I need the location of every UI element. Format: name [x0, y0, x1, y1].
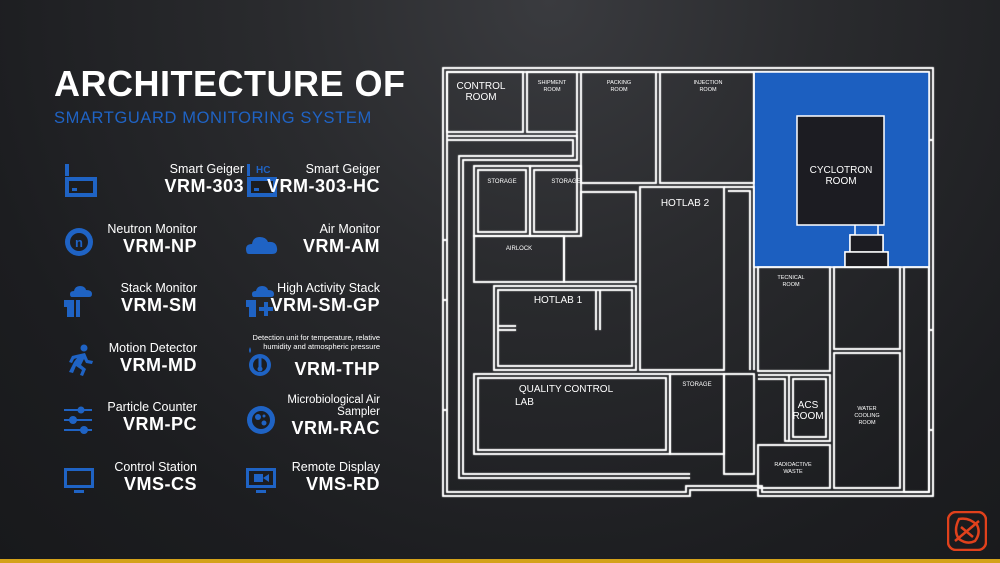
device-name: Control Station [114, 460, 197, 474]
geiger-icon [65, 164, 97, 197]
device-code: VRM-NP [123, 236, 197, 256]
cloud-icon [246, 237, 278, 254]
device-code: VRM-303 [164, 176, 244, 196]
packing-room-label-1: PACKING [607, 80, 631, 86]
thermometer-icon [249, 347, 271, 376]
device-name: Smart Geiger [305, 162, 380, 176]
device-vrm-am: Air Monitor VRM-AM [246, 218, 380, 262]
storage-3-label: STORAGE [682, 382, 711, 388]
water-cooling-room [833, 352, 901, 489]
device-code: VRM-PC [123, 414, 197, 434]
control-room-label-1: CONTROL [457, 81, 506, 92]
qc-lab-label-2: LAB [515, 397, 534, 408]
device-name: Smart Geiger [169, 162, 244, 176]
tecnical-room [757, 266, 831, 372]
storage-2-label: STORAGE [551, 179, 580, 185]
cyclotron-room-box [796, 115, 885, 226]
neutron-badge: n [75, 235, 83, 250]
device-name: Stack Monitor [120, 281, 197, 295]
hc-badge: HC [256, 165, 270, 176]
device-name: Neutron Monitor [107, 222, 197, 236]
outer-wall [442, 67, 934, 497]
device-name: Microbiological Air Sampler [287, 394, 380, 418]
device-code: VRM-SM [121, 295, 197, 315]
radioactive-waste-room [757, 444, 831, 489]
device-vrm-pc: Particle Counter VRM-PC [64, 396, 197, 440]
device-vms-rd: Remote Display VMS-RD [246, 456, 380, 500]
device-vms-cs: Control Station VMS-CS [64, 456, 197, 500]
control-room-wall [446, 71, 524, 133]
device-code: VRM-AM [303, 236, 380, 256]
device-code: VRM-MD [120, 355, 197, 375]
hotlab-1-label: HOTLAB 1 [534, 295, 583, 306]
hotlab-1-room [493, 285, 637, 371]
device-code: VMS-CS [123, 474, 197, 494]
stack-plus-icon [246, 286, 274, 317]
water-cooling-label-2: COOLING [854, 413, 879, 419]
device-name: Detection unit for temperature, relative… [252, 333, 380, 351]
qc-lab-label-1: QUALITY CONTROL [519, 384, 614, 395]
device-code: VMS-RD [306, 474, 380, 494]
injection-room-wall [659, 71, 755, 184]
acs-room-label-2: ROOM [792, 411, 823, 422]
monitor-icon [64, 468, 94, 493]
injection-room-label-2: ROOM [699, 87, 717, 93]
device-name: Air Monitor [319, 222, 380, 236]
east-corridor [903, 266, 930, 493]
tecnical-room-label-1: TECNICAL [777, 275, 804, 281]
device-name: High Activity Stack [277, 281, 380, 295]
device-code: VRM-SM-GP [270, 295, 380, 315]
storage-room-1 [473, 165, 531, 237]
water-cooling-label-3: ROOM [858, 420, 876, 426]
particle-counter-icon [64, 406, 92, 434]
device-code: VRM-RAC [291, 418, 380, 438]
device-vrm-sm-gp: High Activity Stack VRM-SM-GP [246, 277, 380, 321]
shipment-room-label-1: SHIPMENT [538, 80, 567, 86]
airlock-room [473, 235, 565, 283]
shipment-room-label-2: ROOM [543, 87, 561, 93]
camera-monitor-icon [246, 468, 276, 493]
device-name: Motion Detector [108, 341, 197, 355]
water-cooling-label-1: WATER [857, 406, 876, 412]
neutron-icon: n [65, 228, 93, 256]
device-vrm-rac: Microbiological Air Sampler VRM-RAC [246, 394, 380, 440]
geiger-hc-icon: HC [247, 164, 277, 197]
device-vrm-thp: Detection unit for temperature, relative… [246, 333, 380, 381]
acs-room-label-1: ACS [798, 400, 819, 411]
tecnical-room-label-2: ROOM [782, 282, 800, 288]
device-vrm-303-hc: HC Smart Geiger VRM-303-HC [246, 158, 380, 202]
storage-1-label: STORAGE [487, 179, 516, 185]
radioactive-waste-label-1: RADIOACTIVE [774, 462, 812, 468]
bottom-accent-bar [0, 559, 1000, 563]
cyclotron-room-label-2: ROOM [825, 176, 856, 187]
stack-icon [64, 286, 92, 317]
device-vrm-sm: Stack Monitor VRM-SM [64, 277, 197, 321]
device-name: Particle Counter [107, 400, 197, 414]
packing-room-wall [580, 71, 657, 184]
air-sampler-icon [247, 406, 275, 434]
injection-room-label-1: INJECTION [693, 80, 722, 86]
device-vrm-303: Smart Geiger VRM-303 [64, 158, 244, 202]
device-name: Remote Display [291, 460, 380, 474]
brand-logo-icon [947, 511, 987, 551]
airlock-label: AIRLOCK [506, 246, 532, 252]
east-room [833, 266, 901, 350]
radioactive-waste-label-2: WASTE [783, 469, 803, 475]
device-code: VRM-303-HC [266, 176, 380, 196]
running-person-icon [69, 344, 93, 376]
cyclotron-room-label-1: CYCLOTRON [810, 165, 873, 176]
packing-room-label-2: ROOM [610, 87, 628, 93]
hotlab-2-room [639, 186, 725, 371]
shipment-room-wall [526, 71, 578, 133]
control-room-label-2: ROOM [465, 92, 496, 103]
acs-room [788, 374, 831, 442]
storage-room-2 [529, 165, 582, 237]
device-vrm-np: n Neutron Monitor VRM-NP [64, 218, 197, 262]
page-subtitle: SMARTGUARD MONITORING SYSTEM [54, 109, 372, 127]
device-code: VRM-THP [294, 359, 380, 379]
page-title: ARCHITECTURE OF [54, 63, 406, 104]
hotlab-2-label: HOTLAB 2 [661, 198, 710, 209]
device-vrm-md: Motion Detector VRM-MD [64, 337, 197, 381]
